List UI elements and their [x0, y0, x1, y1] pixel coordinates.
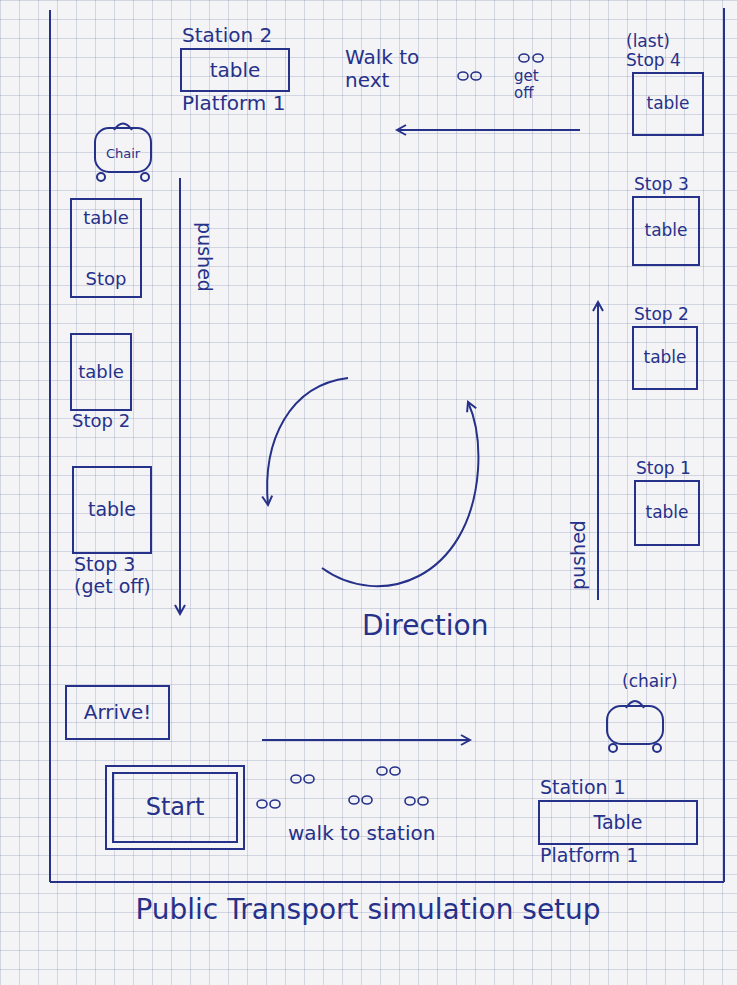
footprint — [458, 72, 468, 80]
note-label: get off — [514, 68, 560, 103]
frame — [50, 8, 724, 882]
chair-body — [95, 128, 151, 172]
footprint — [519, 54, 529, 62]
box-heading: Platform 1 — [182, 92, 285, 115]
table-box: Arrive! — [65, 685, 170, 740]
pushed-arrow — [597, 302, 599, 600]
box-text: Stop — [86, 269, 127, 290]
table-box: tableStop 3 (get off) — [72, 466, 152, 554]
footprint — [471, 72, 481, 80]
table-box: Stop 3table — [632, 196, 700, 266]
box-text: Table — [593, 812, 642, 834]
direction-arrows — [180, 130, 598, 740]
table-box: Stop 2table — [632, 326, 698, 390]
circular-arrow — [267, 378, 348, 505]
box-text: table — [645, 503, 688, 523]
frame-line — [50, 881, 724, 883]
box-heading: Stop 2 — [634, 305, 689, 325]
chair-knob — [114, 124, 132, 131]
box-heading: Stop 2 — [72, 411, 130, 432]
box-heading: Stop 3 (get off) — [74, 554, 178, 598]
pushed-arrow — [179, 178, 181, 614]
footprint — [377, 767, 387, 775]
box-text: Start — [146, 794, 205, 822]
table-box: tableStop 2 — [70, 333, 132, 411]
box-text: table — [646, 94, 689, 114]
caption: Public Transport simulation setup — [128, 893, 608, 927]
footprint — [349, 796, 359, 804]
box-text: Chair — [106, 147, 140, 162]
circular-arrow — [322, 402, 479, 586]
footprint — [304, 775, 314, 783]
box-text: Arrive! — [84, 701, 152, 724]
box-heading: (last) Stop 4 — [626, 32, 710, 71]
box-text: table — [88, 499, 136, 521]
box-text: table — [644, 221, 687, 241]
table-box: tableStop — [70, 198, 142, 298]
footprints — [257, 54, 543, 808]
table-box: Station 2tablePlatform 1 — [180, 48, 290, 92]
table-box: Station 1TablePlatform 1 — [538, 800, 698, 845]
note-label: walk to station — [288, 822, 435, 845]
chair-node: Chair — [92, 118, 154, 184]
box-heading: Platform 1 — [540, 845, 638, 867]
footprint — [270, 800, 280, 808]
footprint — [390, 767, 400, 775]
chair-wheel — [97, 173, 105, 181]
box-heading: Station 1 — [540, 777, 626, 799]
box-text: table — [210, 59, 261, 82]
walk-arrow — [262, 739, 470, 741]
chair-wheel — [141, 173, 149, 181]
frame-line — [49, 10, 51, 882]
note-label: (chair) — [622, 672, 678, 692]
box-heading: Stop 3 — [634, 175, 689, 195]
chair-wheel — [653, 744, 661, 752]
note-label: Direction — [362, 610, 489, 642]
chair-body — [607, 706, 663, 744]
box-text: table — [83, 208, 129, 229]
arrow-label: pushed — [193, 212, 217, 302]
footprint — [405, 797, 415, 805]
note-label: Walk to next — [345, 46, 437, 92]
walk-arrow — [397, 129, 580, 131]
footprint — [362, 796, 372, 804]
table-box: Stop 1table — [634, 480, 700, 546]
start-box: Start — [105, 765, 245, 850]
footprint — [291, 775, 301, 783]
chair-icon — [607, 701, 663, 752]
box-heading: Station 2 — [182, 24, 272, 47]
chair-wheel — [609, 744, 617, 752]
box-heading: Stop 1 — [636, 459, 691, 479]
footprint — [418, 797, 428, 805]
box-text: table — [78, 362, 124, 383]
frame-line — [723, 8, 725, 882]
footprint — [533, 54, 543, 62]
box-text: table — [643, 348, 686, 368]
table-box: (last) Stop 4table — [632, 72, 704, 136]
arrow-label: pushed — [566, 510, 590, 600]
footprint — [257, 800, 267, 808]
